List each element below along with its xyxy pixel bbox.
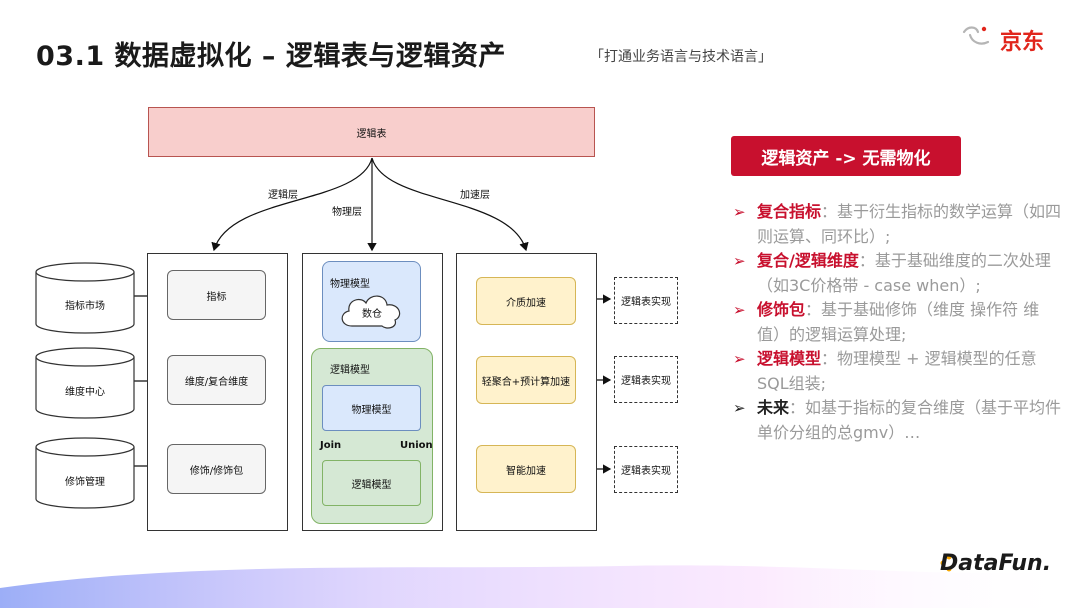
- output-logic-table-2: 逻辑表实现: [614, 356, 678, 403]
- database-icon: [35, 347, 135, 419]
- bullet-term: 复合/逻辑维度: [757, 251, 859, 270]
- list-item: ➢ 修饰包：基于基础修饰（维度 操作符 维值）的逻辑运算处理;: [733, 298, 1063, 347]
- inner-logical-model: 逻辑模型: [322, 460, 421, 506]
- bullet-text: ：基于衍生指标的数学运算（如四则运算、同环比）;: [757, 202, 1062, 246]
- bullet-text: ：物理模型 + 逻辑模型的任意SQL组装;: [757, 349, 1037, 393]
- database-icon: [35, 262, 135, 334]
- logic-item-metric: 指标: [167, 270, 266, 320]
- bullet-term: 修饰包: [757, 300, 806, 319]
- logic-item-label: 维度/复合维度: [184, 376, 249, 388]
- source-metric-market: 指标市场: [65, 301, 105, 312]
- list-item: ➢ 复合/逻辑维度：基于基础维度的二次处理（如3C价格带 - case when）…: [733, 249, 1063, 298]
- accel-label: 轻聚合+预计算加速: [481, 376, 571, 388]
- bullet-text: ：如基于指标的复合维度（基于平均件单价分组的总gmv）…: [757, 398, 1062, 442]
- decorative-wave: [0, 565, 1080, 608]
- datafun-logo-icon: [940, 554, 952, 572]
- logic-table-box: 逻辑表: [148, 107, 595, 157]
- source-modifier-management: 修饰管理: [65, 477, 105, 488]
- accel-medium: 介质加速: [476, 277, 576, 325]
- jd-brand: 京东: [1000, 30, 1045, 55]
- logic-item-label: 修饰/修饰包: [189, 465, 244, 477]
- arrow-right-icon: ➢: [733, 252, 746, 270]
- inner-physical-label: 物理模型: [351, 404, 392, 416]
- jd-dog-icon: [962, 26, 990, 45]
- page-subtitle: 「打通业务语言与技术语言」: [590, 49, 772, 65]
- inner-physical-model: 物理模型: [322, 385, 421, 431]
- accel-label: 智能加速: [506, 465, 546, 477]
- arrow-right-icon: ➢: [733, 301, 746, 319]
- logic-table-label: 逻辑表: [356, 128, 387, 140]
- physical-model-title: 物理模型: [330, 279, 370, 290]
- output-label: 逻辑表实现: [621, 297, 671, 308]
- bullet-term: 逻辑模型: [757, 349, 822, 368]
- logic-item-dimension: 维度/复合维度: [167, 355, 266, 405]
- output-logic-table-1: 逻辑表实现: [614, 277, 678, 324]
- list-item: ➢ 逻辑模型：物理模型 + 逻辑模型的任意SQL组装;: [733, 347, 1063, 396]
- source-dimension-center: 维度中心: [65, 387, 105, 398]
- accel-smart: 智能加速: [476, 445, 576, 493]
- accel-precompute: 轻聚合+预计算加速: [476, 356, 576, 404]
- bullet-term: 复合指标: [757, 202, 822, 221]
- output-label: 逻辑表实现: [621, 466, 671, 477]
- bullet-term: 未来: [757, 398, 790, 417]
- accel-label: 介质加速: [506, 297, 546, 309]
- branch-logic-layer: 逻辑层: [268, 190, 298, 201]
- database-icon: [35, 437, 135, 509]
- output-logic-table-3: 逻辑表实现: [614, 446, 678, 493]
- bullet-text: ：基于基础修饰（维度 操作符 维值）的逻辑运算处理;: [757, 300, 1040, 344]
- bullet-text: ：基于基础维度的二次处理（如3C价格带 - case when）;: [757, 251, 1051, 295]
- list-item: ➢ 复合指标：基于衍生指标的数学运算（如四则运算、同环比）;: [733, 200, 1063, 249]
- logic-asset-badge: 逻辑资产 -> 无需物化: [731, 136, 961, 176]
- feature-list: ➢复合指标：基于衍生指标的数学运算（如四则运算、同环比）; ➢复合/逻辑维度：基…: [733, 200, 1063, 445]
- arrow-right-icon: ➢: [733, 350, 746, 368]
- inner-logical-label: 逻辑模型: [351, 479, 392, 491]
- union-label: Union: [400, 440, 433, 451]
- arrow-right-icon: ➢: [733, 203, 746, 221]
- cloud-icon: [341, 295, 401, 329]
- warehouse-label: 数仓: [362, 309, 382, 320]
- join-label: Join: [320, 440, 342, 451]
- output-label: 逻辑表实现: [621, 376, 671, 387]
- branch-physical-layer: 物理层: [332, 207, 362, 218]
- logic-item-label: 指标: [206, 291, 227, 303]
- branch-accel-layer: 加速层: [460, 190, 490, 201]
- logic-item-modifier: 修饰/修饰包: [167, 444, 266, 494]
- arrow-right-icon: ➢: [733, 399, 746, 417]
- list-item: ➢ 未来：如基于指标的复合维度（基于平均件单价分组的总gmv）…: [733, 396, 1063, 445]
- logical-model-title: 逻辑模型: [330, 365, 370, 376]
- page-title: 03.1 数据虚拟化 – 逻辑表与逻辑资产: [36, 41, 506, 72]
- datafun-brand: DataFun.: [940, 551, 1052, 576]
